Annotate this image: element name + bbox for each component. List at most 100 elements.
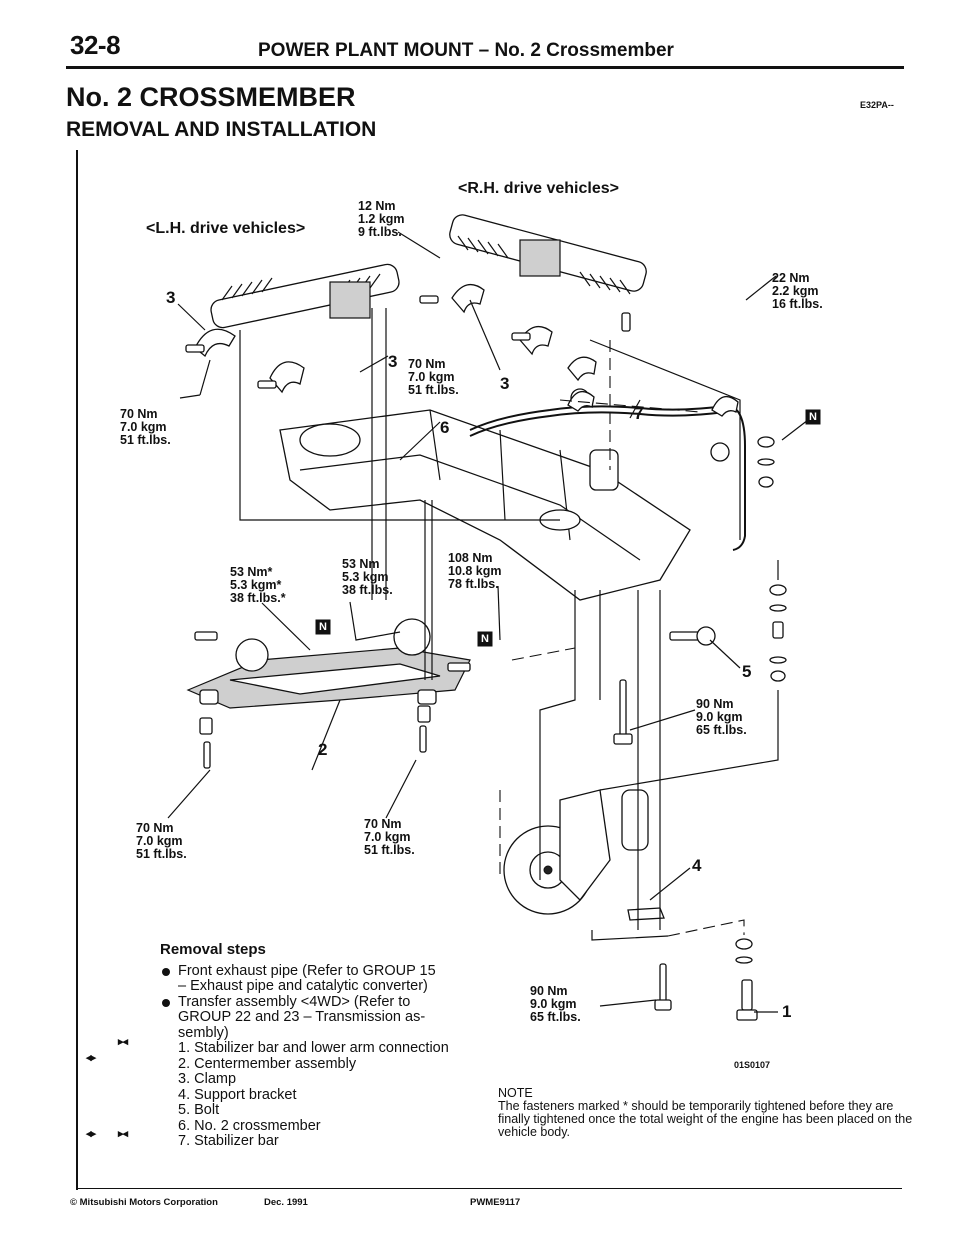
callout-5: 5 [742,662,752,681]
callout-1: 1 [782,1002,792,1021]
bullet-line: GROUP 22 and 23 – Transmission as- [178,1009,426,1025]
torque-kgm: 7.0 kgm [364,830,411,844]
torque-ftlbs: 65 ft.lbs. [530,1010,581,1024]
assembly-guides [239,308,779,941]
caption-rh-drive: <R.H. drive vehicles> [458,180,619,197]
section-code: E32PA-- [860,100,894,110]
torque-label-12nm: 12 Nm 1.2 kgm 9 ft.lbs. [358,200,405,239]
torque-ftlbs: 51 ft.lbs. [364,843,415,857]
torque-kgm: 5.3 kgm [342,570,389,584]
step-2: 2. Centermember assembly [178,1055,357,1072]
installation-mark: ▸◂ [118,1128,128,1140]
bullet-line: Front exhaust pipe (Refer to GROUP 15 [178,962,436,979]
stabilizer-bar [469,388,747,551]
torque-kgm: 10.8 kgm [448,564,502,578]
footer-date: Dec. 1991 [264,1197,308,1208]
torque-ftlbs: 9 ft.lbs. [358,225,402,239]
torque-ftlbs: 38 ft.lbs.* [230,591,286,605]
torque-kgm: 7.0 kgm [136,834,183,848]
torque-nm: 90 Nm [696,697,734,711]
torque-nm: 108 Nm [448,551,493,565]
removal-mark: ◂▸ [86,1128,96,1140]
torque-label-70nm-bottom-mid: 70 Nm 7.0 kgm 51 ft.lbs. [364,818,415,857]
removal-bullet-2: Transfer assembly <4WD> (Refer to GROUP … [160,993,449,1042]
centermember-assembly [186,618,471,769]
step-4: 4. Support bracket [178,1086,297,1103]
torque-kgm: 9.0 kgm [530,997,577,1011]
section-subtitle: REMOVAL AND INSTALLATION [66,118,377,141]
torque-ftlbs: 65 ft.lbs. [696,723,747,737]
torque-label-70nm-bottom-left: 70 Nm 7.0 kgm 51 ft.lbs. [136,822,187,861]
torque-label-53nm-star: 53 Nm* 5.3 kgm* 38 ft.lbs.* [230,566,286,605]
torque-nm: 90 Nm [530,984,568,998]
torque-nm: 70 Nm [136,821,174,835]
removal-mark: ◂▸ [86,1052,96,1064]
torque-label-108nm: 108 Nm 10.8 kgm 78 ft.lbs. [448,552,502,591]
torque-kgm: 7.0 kgm [408,370,455,384]
callout-4: 4 [692,856,702,875]
frame-left-rule [76,150,78,1190]
callout-3: 3 [166,288,176,307]
callout-3: 3 [388,352,398,371]
torque-ftlbs: 78 ft.lbs. [448,577,499,591]
torque-nm: 70 Nm [364,817,402,831]
new-part-mark: N [478,632,492,646]
torque-ftlbs: 51 ft.lbs. [408,383,459,397]
note-title: NOTE [498,1086,533,1100]
torque-nm: 53 Nm* [230,565,273,579]
caption-lh-drive: <L.H. drive vehicles> [146,220,306,237]
torque-kgm: 7.0 kgm [120,420,167,434]
note-text: The fasteners marked * should be tempora… [498,1099,913,1139]
new-part-mark: N [316,620,330,634]
rh-steering-gear [449,214,647,295]
torque-nm: 12 Nm [358,199,396,213]
figure-code: 01S0107 [734,1060,771,1070]
torque-label-90nm-upper: 90 Nm 9.0 kgm 65 ft.lbs. [696,698,747,737]
step-7: 7. Stabilizer bar [178,1133,279,1149]
frame-bottom-rule [76,1188,902,1189]
torque-label-70nm-left: 70 Nm 7.0 kgm 51 ft.lbs. [120,408,171,447]
torque-kgm: 9.0 kgm [696,710,743,724]
lh-steering-gear [210,263,400,329]
step-3: 3. Clamp [178,1071,237,1087]
torque-label-70nm-mid: 70 Nm 7.0 kgm 51 ft.lbs. [408,358,459,397]
section-title: No. 2 CROSSMEMBER [66,82,356,112]
torque-ftlbs: 16 ft.lbs. [772,297,823,311]
footer-copyright: © Mitsubishi Motors Corporation [70,1197,218,1208]
torque-label-53nm: 53 Nm 5.3 kgm 38 ft.lbs. [342,558,393,597]
leader-lines [167,231,809,1013]
step-1: 1. Stabilizer bar and lower arm connecti… [178,1040,449,1056]
callout-7: 7 [634,404,644,423]
step-6: 6. No. 2 crossmember [178,1117,321,1134]
torque-nm: 70 Nm [120,407,158,421]
installation-mark: ▸◂ [118,1036,128,1048]
header-rule [66,66,904,69]
torque-kgm: 2.2 kgm [772,284,819,298]
new-part-mark: N [806,410,820,424]
torque-ftlbs: 51 ft.lbs. [136,847,187,861]
callout-6: 6 [440,418,450,437]
torque-ftlbs: 38 ft.lbs. [342,583,393,597]
torque-ftlbs: 51 ft.lbs. [120,433,171,447]
torque-nm: 53 Nm [342,557,380,571]
lower-assembly [503,626,758,1021]
step-5: 5. Bolt [178,1102,220,1118]
bullet-line: – Exhaust pipe and catalytic converter) [178,978,428,994]
torque-nm: 70 Nm [408,357,446,371]
bullet-line: sembly) [178,1024,229,1041]
washer-stacks [735,436,787,964]
no2-crossmember [279,409,691,601]
bullet-line: Transfer assembly <4WD> (Refer to [178,993,411,1010]
small-bolts [185,295,631,389]
clamps [194,283,597,394]
torque-nm: 22 Nm [772,271,810,285]
callout-2: 2 [318,740,328,759]
torque-kgm: 1.2 kgm [358,212,405,226]
torque-kgm: 5.3 kgm* [230,578,282,592]
page-header-title: POWER PLANT MOUNT – No. 2 Crossmember [258,40,674,61]
removal-steps-heading: Removal steps [160,941,266,958]
torque-label-90nm-lower: 90 Nm 9.0 kgm 65 ft.lbs. [530,985,581,1024]
note-block: NOTE The fasteners marked * should be te… [498,1087,918,1139]
removal-bullet-1: Front exhaust pipe (Refer to GROUP 15 – … [160,962,449,995]
